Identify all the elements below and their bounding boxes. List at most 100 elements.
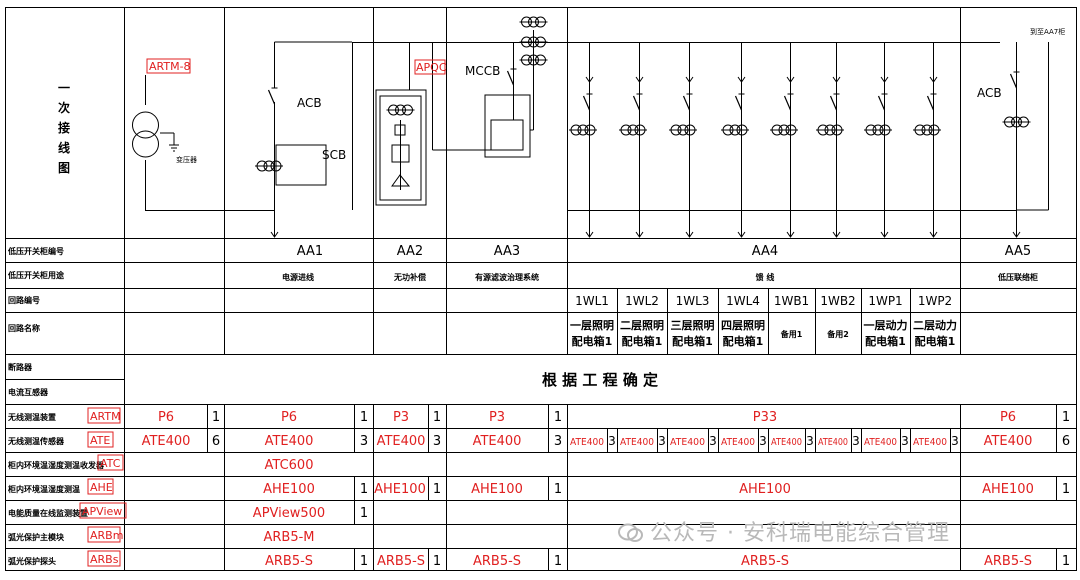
mccb-label: MCCB (465, 64, 500, 78)
ate-aa4-item: ATE400 (913, 437, 947, 448)
row-labels: 低压开关柜编号低压开关柜用途回路编号回路名称断路器电流互感器无线测温装置无线测温… (7, 246, 105, 566)
circuit-name-1wl1-line2: 配电箱1 (572, 334, 613, 348)
table-text: AA1 AA2 AA3 AA4 AA5 电源进线 无功补偿 有源滤波治理系统 馈… (142, 244, 1071, 569)
artm-aa5: P6 (1000, 410, 1016, 425)
artm-aa3-qty: 1 (554, 410, 562, 425)
device-tag-atc: ATC (100, 457, 121, 470)
ate-aa2: ATE400 (377, 434, 426, 449)
side-title-char: 一 (58, 81, 70, 95)
ahe-aa5-qty: 1 (1062, 482, 1070, 497)
ate-aa2-qty: 3 (433, 434, 441, 449)
circuit-no-1wl1: 1WL1 (575, 294, 609, 308)
ahe-aa1-qty: 1 (360, 482, 368, 497)
ate-aa4-item: ATE400 (771, 437, 802, 448)
artm8-label: ARTM-8 (149, 60, 191, 73)
device-tag-box (79, 502, 127, 519)
artm-aa1-pre-qty: 1 (212, 410, 220, 425)
arbs-aa5: ARB5-S (984, 554, 1032, 569)
circuit-name-1wl4: 四层照明 (721, 319, 765, 332)
main-breakers (254, 16, 1031, 172)
cabinet-id-aa5: AA5 (1005, 244, 1031, 259)
cabinet-use-aa4: 馈 线 (755, 272, 775, 282)
ate-aa1-pre-qty: 6 (212, 434, 220, 449)
artm-aa1-pre: P6 (158, 410, 174, 425)
wiring (132, 30, 1049, 211)
circuit-name-1wl3: 三层照明 (671, 319, 715, 332)
ate-aa4-qty: 3 (759, 434, 767, 448)
ate-aa1-qty: 3 (360, 434, 368, 449)
ate-aa3-qty: 3 (554, 434, 562, 449)
circuit-name-1wb1: 备用1 (780, 329, 803, 339)
circuit-name-1wl2-line2: 配电箱1 (622, 334, 663, 348)
feeder-circuits (270, 42, 1021, 238)
circuit-no-1wl2: 1WL2 (625, 294, 659, 308)
arbs-aa5-qty: 1 (1062, 554, 1070, 569)
circuit-cells: 1WL1一层照明配电箱11WL2二层照明配电箱11WL3三层照明配电箱11WL4… (570, 294, 957, 348)
device-tag-ate: ATE (90, 434, 110, 447)
side-title-char: 接 (58, 120, 70, 135)
circuit-no-1wb1: 1WB1 (774, 294, 809, 308)
artm-aa1: P6 (281, 410, 297, 425)
side-title-char: 线 (58, 140, 70, 155)
apqc-label: APQC (416, 61, 447, 74)
row-label: 低压开关柜编号 (7, 246, 64, 256)
diagram-labels: ARTM-8 变压器 ACB SCB APQC MCCB 到至AA7柜 ACB (146, 27, 1065, 164)
circuit-name-1wp1-line2: 配电箱1 (865, 334, 906, 348)
row-label: 柜内环境温湿度测温 (7, 484, 80, 494)
ate-aa4-item: ATE400 (721, 437, 755, 448)
circuit-name-1wb2: 备用2 (826, 329, 849, 339)
circuit-name-1wp1: 一层动力 (864, 318, 908, 332)
ate-aa3: ATE400 (473, 434, 522, 449)
watermark: 公众号 · 安科瑞电能综合管理 (618, 515, 950, 547)
arbm-aa1: ARB5-M (263, 530, 314, 545)
scb-label: SCB (322, 148, 346, 162)
side-title-char: 次 (58, 100, 70, 115)
ate-aa5: ATE400 (984, 434, 1033, 449)
row-label: 电流互感器 (8, 387, 49, 397)
artm-aa2: P3 (393, 410, 409, 425)
ate-aa4-qty: 3 (806, 434, 814, 448)
row-label: 回路编号 (8, 295, 40, 305)
cabinet-id-aa2: AA2 (397, 244, 423, 259)
circuit-name-1wp2-line2: 配电箱1 (915, 334, 956, 348)
circuit-name-1wl4-line2: 配电箱1 (723, 334, 764, 348)
ate-aa5-qty: 6 (1062, 434, 1070, 449)
cabinet-use-aa2: 无功补偿 (393, 272, 426, 282)
ahe-aa3-qty: 1 (554, 482, 562, 497)
ate-aa4-qty: 3 (658, 434, 666, 448)
ate-aa1-pre: ATE400 (142, 434, 191, 449)
row-label: 回路名称 (8, 323, 40, 333)
device-tag-artm: ARTM (90, 410, 121, 423)
circuit-no-1wl4: 1WL4 (726, 294, 760, 308)
arbs-aa3-qty: 1 (554, 554, 562, 569)
ahe-aa2: AHE100 (374, 482, 426, 497)
row-label: 电能质量在线监测装置 (8, 508, 88, 518)
arbs-aa4: ARB5-S (741, 554, 789, 569)
ate-aa4-qty: 3 (608, 434, 616, 448)
device-tag-box (87, 431, 114, 448)
ahe-aa2-qty: 1 (433, 482, 441, 497)
device-tag-box (87, 550, 121, 567)
device-tag-box (87, 526, 121, 543)
apview-aa1-qty: 1 (360, 506, 368, 521)
artm-aa1-qty: 1 (360, 410, 368, 425)
cabinet-id-aa4: AA4 (752, 244, 778, 259)
ate-aa4-item: ATE400 (864, 437, 897, 448)
ate-aa1: ATE400 (265, 434, 314, 449)
device-tag-ahe: AHE (90, 481, 113, 494)
arbs-aa3: ARB5-S (473, 554, 521, 569)
device-tag-box (87, 478, 114, 495)
circuit-name-1wl3-line2: 配电箱1 (672, 334, 713, 348)
device-tag-apview: APView (82, 505, 122, 518)
acb-label: ACB (297, 96, 322, 110)
ahe-aa1: AHE100 (263, 482, 315, 497)
transformer-label: 变压器 (176, 155, 197, 164)
merged-note: 根 据 工 程 确 定 (542, 371, 658, 389)
acb2-label: ACB (977, 86, 1002, 100)
circuit-no-1wp2: 1WP2 (918, 294, 952, 308)
ate-aa4-qty: 3 (951, 434, 959, 448)
